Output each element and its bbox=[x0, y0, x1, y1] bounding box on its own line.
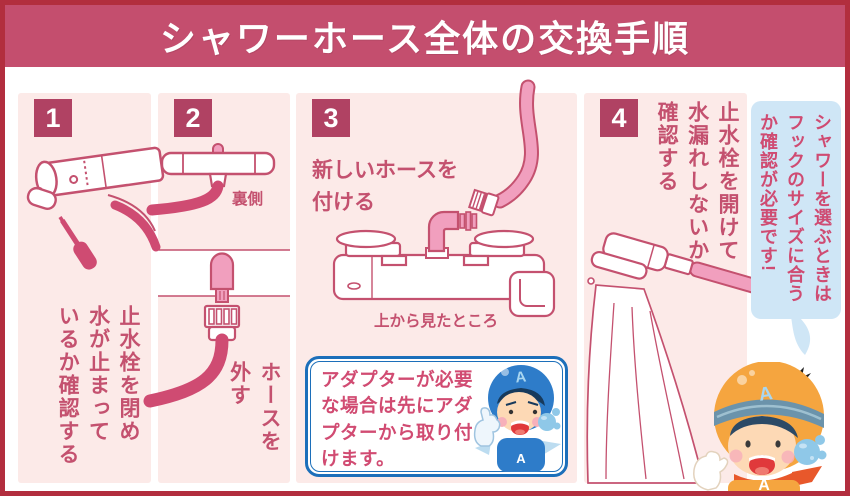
shower-kid-mascot: A A bbox=[693, 362, 827, 491]
hose-end-connector bbox=[467, 188, 500, 217]
kid-hood-letter: A bbox=[758, 383, 775, 406]
adapter-mascot: A A bbox=[473, 365, 561, 472]
hint-bubble-text: シャワーを選ぶときは フックのサイズに合う か確認が必要です! bbox=[758, 113, 832, 303]
hint-bubble: シャワーを選ぶときは フックのサイズに合う か確認が必要です! bbox=[751, 101, 841, 319]
adapter-note-inner-border bbox=[310, 361, 563, 472]
step-number-badge-3: 3 bbox=[312, 99, 350, 137]
step-panel-3: 3 新しいホースを 付ける bbox=[296, 79, 577, 483]
step4-caption: 止水栓を開けて 水漏れしないか 確認する bbox=[655, 101, 739, 262]
kid-chest-letter: A bbox=[758, 477, 770, 491]
page-title: シャワーホース全体の交換手順 bbox=[159, 18, 691, 59]
step3-heading: 新しいホースを 付ける bbox=[312, 159, 458, 214]
step-number-badge-2: 2 bbox=[174, 99, 212, 137]
step-number-badge-4: 4 bbox=[600, 99, 638, 137]
step1-caption: 止水栓を閉め 水が止まって いるか確認する bbox=[56, 305, 140, 466]
adapter-note-text: アダプターが必要 な場合は先にアダ プターから取り付 けます。 bbox=[321, 369, 474, 469]
hose-removal-illustration bbox=[143, 143, 290, 408]
screwdriver-icon bbox=[58, 216, 97, 270]
top-view-label: 上から見たところ bbox=[373, 313, 498, 330]
adapter-mascot-hood-letter: A bbox=[514, 368, 527, 386]
pointing-hand-icon bbox=[473, 407, 501, 447]
adapter-mascot-chest-letter: A bbox=[516, 451, 526, 466]
step-panel-2: 2 裏側 ホースを 外す bbox=[143, 93, 290, 483]
adapter-note-box: アダプターが必要 な場合は先にアダ プターから取り付 けます。 A bbox=[305, 356, 568, 477]
water-droplet bbox=[587, 277, 595, 285]
stop-valve-illustration bbox=[26, 146, 165, 270]
step-number-badge-1: 1 bbox=[34, 99, 72, 137]
step-panel-1: 1 止水栓を閉め 水が止まって いるか確認する bbox=[18, 93, 165, 483]
mitten-hand-icon bbox=[693, 450, 729, 491]
back-side-label: 裏側 bbox=[232, 191, 264, 208]
title-bar: シャワーホース全体の交換手順 bbox=[5, 5, 845, 67]
faucet-top-view-illustration bbox=[332, 79, 556, 318]
shower-spray-illustration bbox=[586, 232, 775, 484]
step2-caption: ホースを 外す bbox=[227, 361, 281, 453]
bubble-tail bbox=[791, 317, 811, 355]
